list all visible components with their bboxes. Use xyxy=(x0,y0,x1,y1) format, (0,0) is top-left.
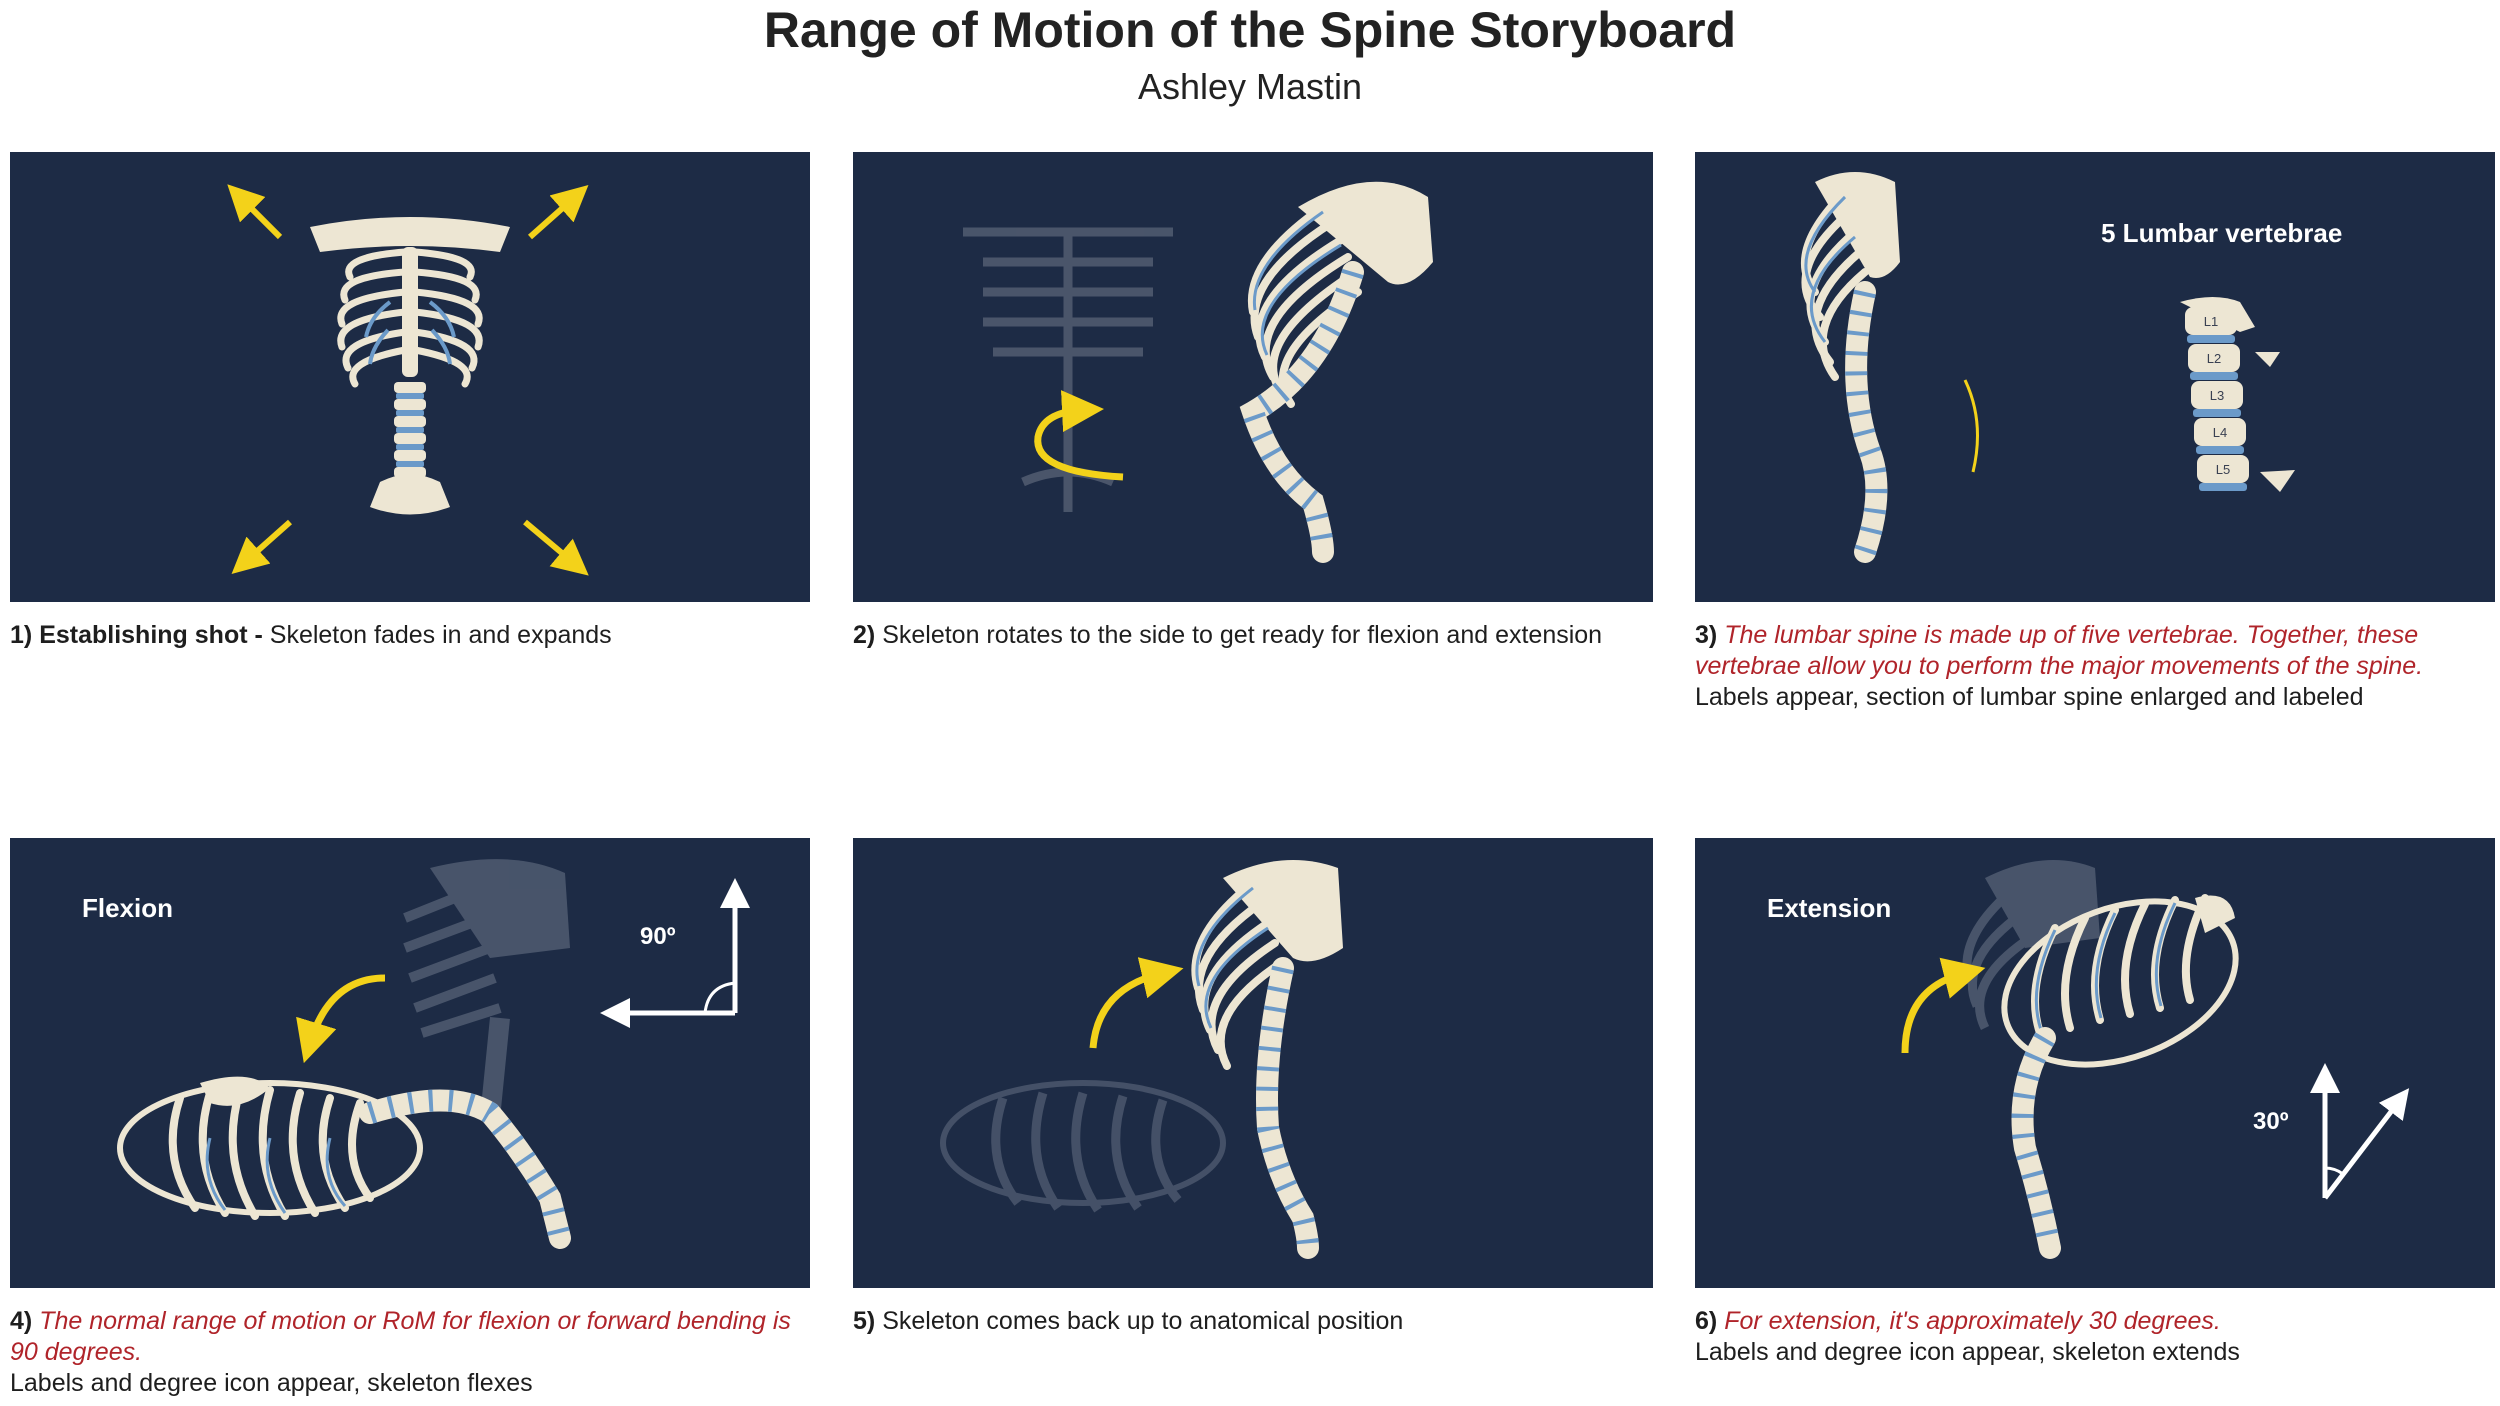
vertebra-label: L3 xyxy=(2210,388,2224,403)
skeleton-extended xyxy=(2001,894,2239,1259)
vertebra-body xyxy=(2197,455,2249,483)
panel-6-number: 6) xyxy=(1695,1307,1718,1335)
skeleton-side-view xyxy=(1239,181,1433,563)
vertebra-body xyxy=(2185,307,2237,335)
vertebra-body xyxy=(2191,381,2243,409)
author-name: Ashley Mastin xyxy=(1137,66,1363,107)
vertebra-label: L1 xyxy=(2204,314,2218,329)
extension-degree-label: 30º xyxy=(2253,1108,2289,1135)
panel-6-narration: For extension, it's approximately 30 deg… xyxy=(1724,1307,2221,1335)
skeleton-side-view xyxy=(1801,172,1900,563)
panel-1-image xyxy=(10,152,810,602)
vertebra-label: L4 xyxy=(2213,425,2227,440)
panel-1-caption-separator: - xyxy=(247,621,270,649)
intervertebral-disc xyxy=(2190,372,2238,380)
skeleton-side-view xyxy=(1191,860,1343,1259)
panel-4-caption: 4) The normal range of motion or RoM for… xyxy=(10,1306,810,1399)
panel-4-image: Flexion 90º xyxy=(10,838,810,1288)
extension-label: Extension xyxy=(1767,893,1892,923)
panel-3-narration: The lumbar spine is made up of five vert… xyxy=(1695,621,2424,680)
panel-3-caption-text: Labels appear, section of lumbar spine e… xyxy=(1695,683,2364,711)
panel-5-image xyxy=(853,838,1653,1288)
panel-1-number: 1) xyxy=(10,621,33,649)
panel-3-number: 3) xyxy=(1695,621,1718,649)
skeleton-front-view xyxy=(310,217,510,515)
panel-1-caption-bold: Establishing shot xyxy=(39,621,248,649)
return-arrow-icon xyxy=(1089,957,1184,1049)
expand-arrows-icon xyxy=(227,184,589,576)
panel-6-caption: 6) For extension, it's approximately 30 … xyxy=(1695,1306,2495,1368)
lumbar-bracket-icon xyxy=(1963,379,1979,473)
degree-angle-icon xyxy=(600,878,750,1028)
vertebra-label: L2 xyxy=(2207,351,2221,366)
panel-1-caption-text: Skeleton fades in and expands xyxy=(269,621,612,649)
flexion-degree-label: 90º xyxy=(640,923,676,950)
panel-4-caption-text: Labels and degree icon appear, skeleton … xyxy=(10,1369,533,1397)
skeleton-flexed xyxy=(117,1076,571,1249)
intervertebral-disc xyxy=(2193,409,2241,417)
panel-3-caption: 3) The lumbar spine is made up of five v… xyxy=(1695,620,2495,713)
panel-2-caption: 2) Skeleton rotates to the side to get r… xyxy=(853,620,1653,651)
rotate-arrow-icon xyxy=(1034,390,1124,481)
degree-angle-icon xyxy=(2310,1063,2410,1200)
panel-2-number: 2) xyxy=(853,621,876,649)
flexion-label: Flexion xyxy=(82,893,174,923)
panel-6-image: Extension 30º xyxy=(1695,838,2495,1288)
lumbar-vertebrae-label: 5 Lumbar vertebrae xyxy=(2101,218,2343,248)
intervertebral-disc xyxy=(2199,483,2247,491)
vertebra-body xyxy=(2194,418,2246,446)
panel-6-caption-text: Labels and degree icon appear, skeleton … xyxy=(1695,1338,2240,1366)
extension-arrow-icon xyxy=(1901,957,1986,1054)
vertebra-body xyxy=(2188,344,2240,372)
panel-5-caption: 5) Skeleton comes back up to anatomical … xyxy=(853,1306,1653,1337)
panel-4-narration: The normal range of motion or RoM for fl… xyxy=(10,1307,791,1366)
panel-5-number: 5) xyxy=(853,1307,876,1335)
panel-4-number: 4) xyxy=(10,1307,33,1335)
faded-skeleton-ghost xyxy=(403,859,570,1119)
flexion-arrow-icon xyxy=(296,974,386,1064)
page-title: Range of Motion of the Spine Storyboard xyxy=(763,2,1737,58)
intervertebral-disc xyxy=(2196,446,2244,454)
vertebra-label: L5 xyxy=(2216,462,2230,477)
panel-1-caption: 1) Establishing shot - Skeleton fades in… xyxy=(10,620,810,651)
panel-2-image xyxy=(853,152,1653,602)
panel-2-caption-text: Skeleton rotates to the side to get read… xyxy=(882,621,1603,649)
panel-5-caption-text: Skeleton comes back up to anatomical pos… xyxy=(882,1307,1404,1335)
faded-skeleton-ghost xyxy=(940,1080,1226,1213)
intervertebral-disc xyxy=(2187,335,2235,343)
